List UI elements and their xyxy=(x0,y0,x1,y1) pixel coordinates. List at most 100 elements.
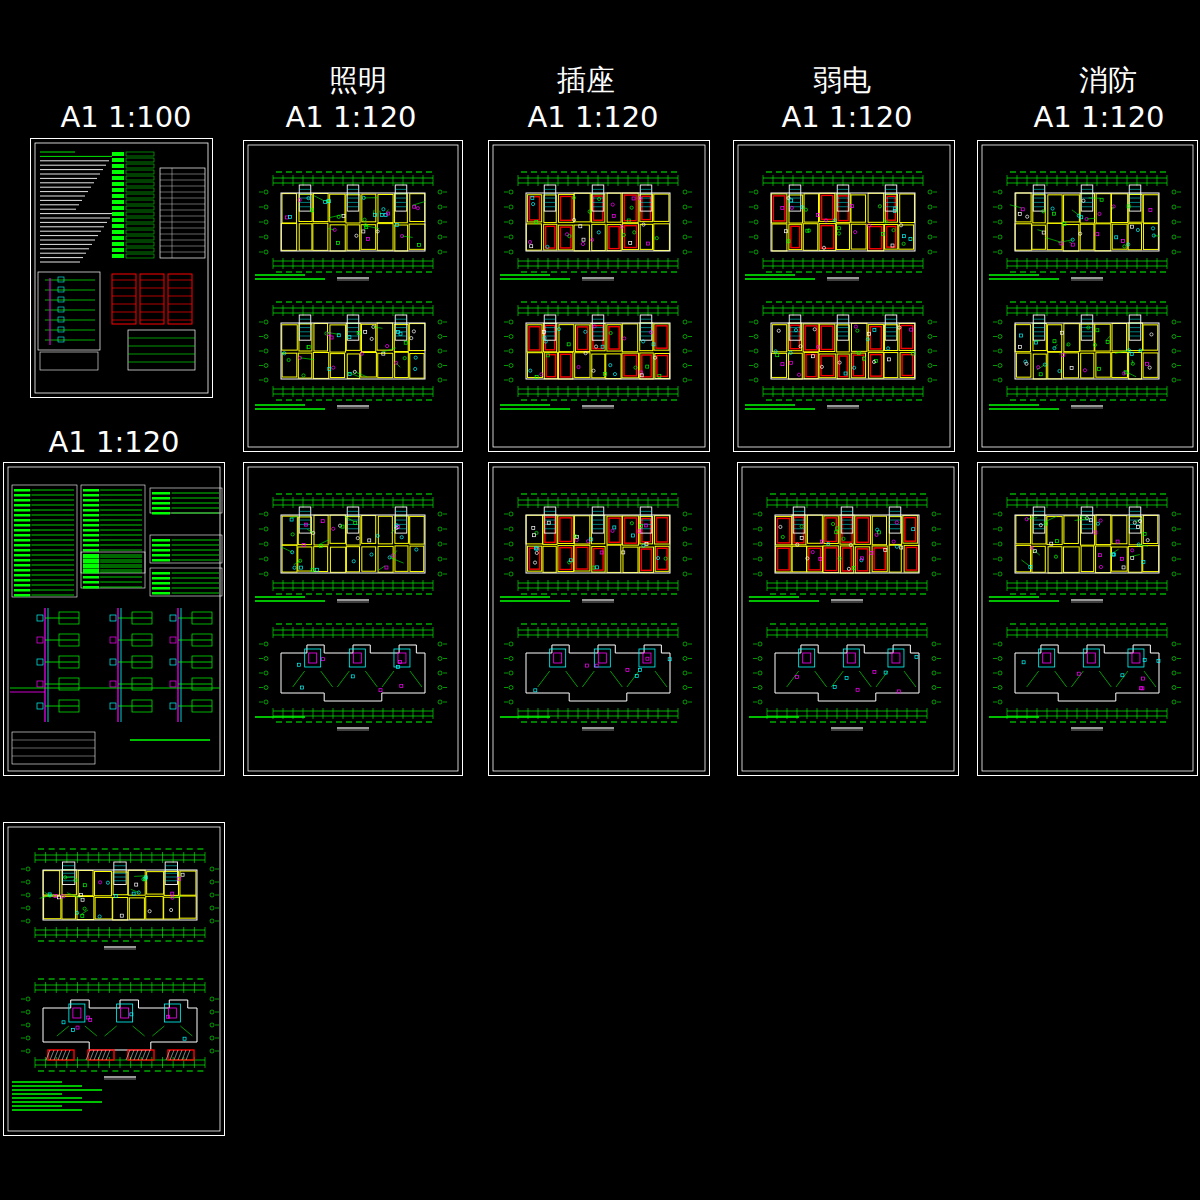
sheet-inner-frame xyxy=(8,827,220,1131)
dimension-text-mark xyxy=(671,302,677,303)
fixture-symbol xyxy=(413,205,416,208)
room-wall xyxy=(543,323,556,351)
axis-bubble xyxy=(928,320,932,324)
axis-mark xyxy=(259,544,263,545)
dimension-tick xyxy=(578,305,579,316)
dimension-tick xyxy=(618,580,619,591)
dimension-text-mark xyxy=(416,624,422,625)
note-line xyxy=(255,408,325,409)
dimension-tick xyxy=(333,305,334,316)
fixture-symbol xyxy=(867,332,870,335)
fixture-symbol xyxy=(1087,326,1090,329)
dimension-tick xyxy=(1027,386,1028,397)
dimension-text-mark xyxy=(426,302,432,303)
fixture-symbol xyxy=(1130,225,1133,228)
dimension-text-mark xyxy=(906,400,912,401)
dimension-tick xyxy=(1037,258,1038,269)
room-wall xyxy=(1064,195,1080,222)
dimension-tick xyxy=(333,175,334,186)
room-wall xyxy=(313,352,328,378)
room-wall xyxy=(1015,325,1030,352)
dimension-tick xyxy=(423,305,424,316)
room-wall xyxy=(574,225,589,251)
fixture-symbol xyxy=(1096,329,1099,332)
dimension-text-mark xyxy=(846,272,852,273)
dimension-text-mark xyxy=(346,172,352,173)
dimension-tick xyxy=(803,258,804,269)
wiring-line xyxy=(1106,336,1110,340)
dimension-tick xyxy=(323,708,324,719)
room-wall xyxy=(622,224,638,250)
dimension-tick xyxy=(433,386,434,397)
wiring-line xyxy=(364,197,378,198)
stair-tread xyxy=(837,331,849,332)
stair-tread xyxy=(299,331,311,332)
dimension-tick xyxy=(403,580,404,591)
room-wall xyxy=(1128,224,1141,250)
dimension-text-mark xyxy=(551,722,557,723)
dimension-tick xyxy=(393,258,394,269)
dimension-tick xyxy=(648,175,649,186)
axis-bubble xyxy=(509,557,513,561)
room-wall xyxy=(772,325,786,352)
axis-mark xyxy=(688,644,692,645)
wiring-line xyxy=(378,566,385,570)
stair-core xyxy=(299,315,311,340)
dimension-tick xyxy=(1147,305,1148,316)
wiring-line xyxy=(373,210,375,214)
dimension-tick xyxy=(393,627,394,638)
stair-tread xyxy=(347,511,359,512)
dimension-tick xyxy=(903,175,904,186)
dimension-tick xyxy=(568,580,569,591)
dimension-tick xyxy=(433,627,434,638)
dimension-tick xyxy=(393,497,394,508)
outlet-zone xyxy=(870,327,881,349)
fixture-symbol xyxy=(817,214,820,217)
fixture-symbol xyxy=(613,373,616,376)
dimension-tick xyxy=(548,175,549,186)
room-wall xyxy=(558,516,574,544)
stair-core xyxy=(550,649,566,667)
wiring-line xyxy=(413,201,425,205)
room-wall xyxy=(378,516,392,544)
stair-tread xyxy=(395,327,407,328)
room-wall xyxy=(639,547,653,572)
axis-mark xyxy=(443,514,447,515)
dimension-tick xyxy=(588,175,589,186)
dimension-text-mark xyxy=(661,594,667,595)
dimension-text-mark xyxy=(806,302,812,303)
equipment-symbol xyxy=(398,653,406,663)
outlet-zone xyxy=(546,355,555,377)
axis-bubble xyxy=(509,250,513,254)
floor-plan xyxy=(993,302,1181,408)
dimension-text-mark xyxy=(621,400,627,401)
room-wall xyxy=(1047,223,1062,249)
dimension-tick xyxy=(273,175,274,186)
stair-tread xyxy=(395,520,407,521)
axis-bubble xyxy=(683,250,687,254)
dimension-text-mark xyxy=(1070,302,1076,303)
dimension-tick xyxy=(1057,175,1058,186)
outlet-zone xyxy=(641,549,651,570)
dimension-tick xyxy=(1117,386,1118,397)
stair-core xyxy=(299,507,311,533)
stair-tread xyxy=(299,336,311,337)
sheet-inner-frame xyxy=(248,145,458,447)
dimension-text-mark xyxy=(856,400,862,401)
fixture-symbol xyxy=(776,354,779,357)
fixture-symbol xyxy=(400,684,403,687)
dimension-text-mark xyxy=(561,494,567,495)
dimension-text-mark xyxy=(796,172,802,173)
axis-mark xyxy=(688,222,692,223)
roof-line xyxy=(655,671,667,687)
dimension-text-mark xyxy=(551,400,557,401)
axis-mark xyxy=(933,192,937,193)
fixture-symbol xyxy=(789,351,792,354)
room-wall xyxy=(575,325,589,352)
plan-caption-mark xyxy=(582,405,614,406)
axis-mark xyxy=(259,702,263,703)
axis-bubble xyxy=(438,657,442,661)
dimension-text-mark xyxy=(356,594,362,595)
stair-tread xyxy=(347,206,359,207)
room-wall xyxy=(409,324,425,351)
